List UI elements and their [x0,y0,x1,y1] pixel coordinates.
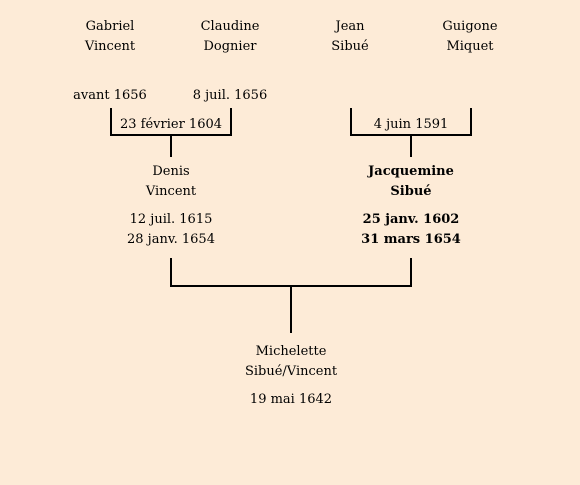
maternal-grandmother-first-name: Guigone [442,19,498,34]
subject-last-name: Sibué/Vincent [244,364,338,379]
father: Denis Vincent 12 juil. 1615 28 janv. 165… [111,162,231,250]
subject-birth-date: 19 mai 1642 [249,392,333,407]
father-birth-date: 12 juil. 1615 [129,212,213,227]
mother-last-name: Sibué [390,184,432,199]
maternal-grandmother: Guigone Miquet [420,17,520,57]
parents-marriage-bracket [170,258,412,287]
mother-birth-date: 25 janv. 1602 [362,212,460,227]
mother-death-date: 31 mars 1654 [361,232,461,247]
father-death-date: 28 janv. 1654 [127,232,215,247]
subject-first-name: Michelette [255,344,327,359]
maternal-grandmother-last-name: Miquet [446,39,494,54]
paternal-grandfather-first-name: Gabriel [85,19,135,34]
father-first-name: Denis [152,164,190,179]
paternal-marriage-date: 23 février 1604 [119,117,223,132]
paternal-grandmother-last-name: Dognier [203,39,257,54]
paternal-grandfather: Gabriel Vincent [60,17,160,57]
maternal-grandfather-first-name: Jean [335,19,365,34]
maternal-marriage-date: 4 juin 1591 [373,117,449,132]
paternal-grandmother-first-name: Claudine [200,19,260,34]
father-last-name: Vincent [145,184,197,199]
subject: Michelette Sibué/Vincent 19 mai 1642 [225,342,357,410]
mother: Jacquemine Sibué 25 janv. 1602 31 mars 1… [346,162,476,250]
maternal-grandfather: Jean Sibué [300,17,400,57]
paternal-grandfather-death-date: avant 1656 [73,88,147,103]
paternal-grandmother: Claudine Dognier [180,17,280,57]
paternal-grandfather-last-name: Vincent [84,39,136,54]
maternal-grandfather-last-name: Sibué [331,39,369,54]
mother-first-name: Jacquemine [368,164,454,179]
paternal-grandmother-death-date: 8 juil. 1656 [192,88,268,103]
